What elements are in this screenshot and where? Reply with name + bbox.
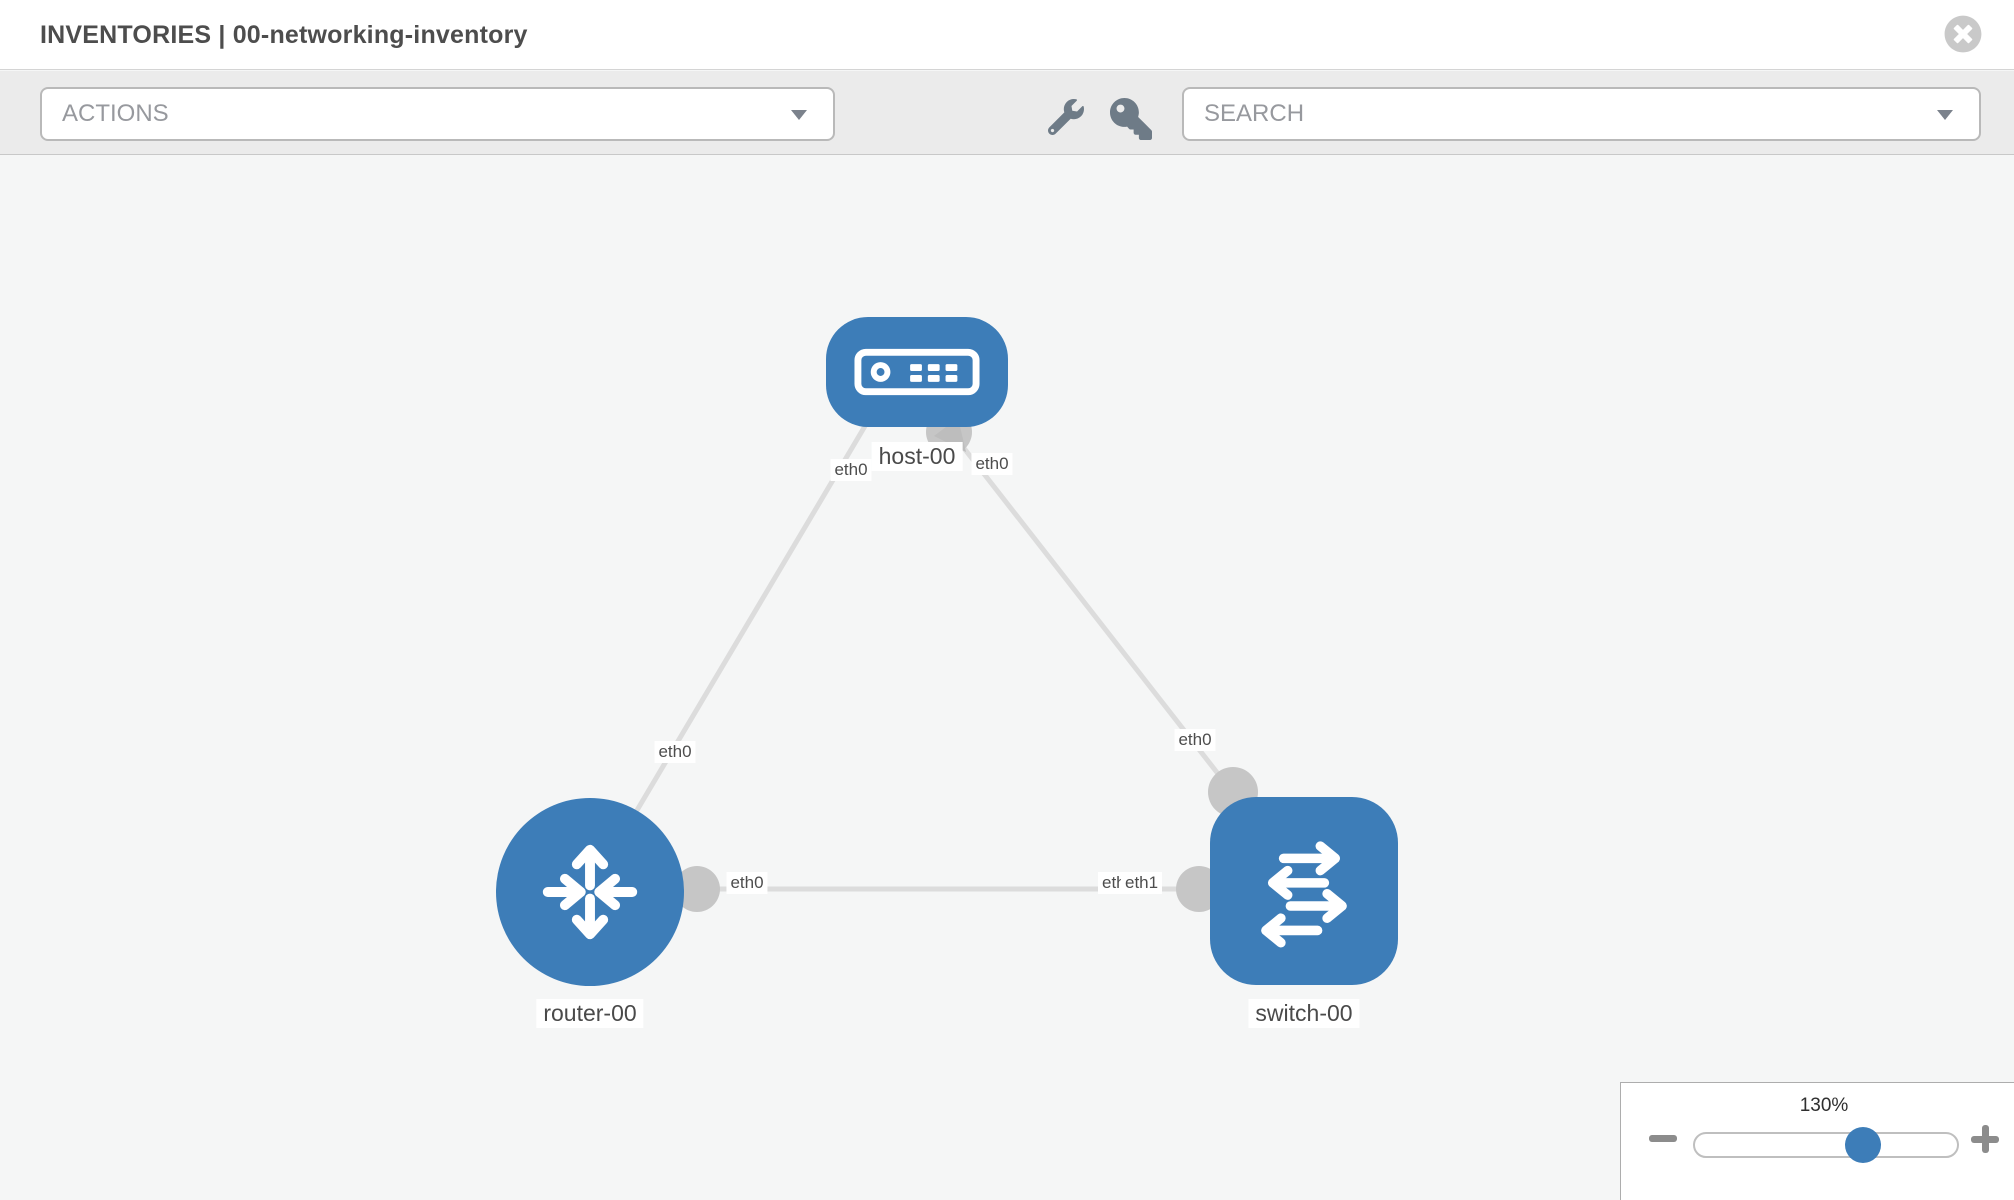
switch-icon (1261, 841, 1347, 948)
host-icon (854, 348, 980, 396)
search-dropdown-label: SEARCH (1204, 100, 1305, 127)
actions-dropdown[interactable]: ACTIONS (40, 87, 835, 141)
chevron-down-icon (1937, 110, 1953, 120)
node-router-00[interactable] (496, 798, 684, 986)
zoom-slider-track[interactable] (1693, 1127, 1959, 1163)
zoom-in-button[interactable] (1971, 1125, 1999, 1153)
page-title: INVENTORIES | 00-networking-inventory (40, 21, 528, 49)
interface-label-eth0: eth0 (830, 459, 872, 481)
wrench-icon (1048, 99, 1084, 135)
chevron-down-icon (791, 110, 807, 120)
zoom-panel: 130% (1620, 1082, 2014, 1200)
configure-button[interactable] (1048, 99, 1084, 135)
interface-label-eth0: eth0 (726, 872, 768, 894)
close-button[interactable] (1944, 15, 1982, 53)
minus-icon (1649, 1135, 1677, 1142)
actions-dropdown-label: ACTIONS (62, 100, 169, 127)
edge-host-router (595, 419, 871, 878)
node-switch-00[interactable] (1210, 797, 1398, 985)
topology-canvas[interactable]: host-00 router-00 switch-00 eth0 eth0 et… (0, 156, 2014, 1200)
interface-label-eth0: eth0 (654, 741, 696, 763)
close-icon (1944, 15, 1982, 53)
node-label-host: host-00 (871, 442, 963, 471)
title-bar: INVENTORIES | 00-networking-inventory (0, 0, 2014, 70)
node-label-switch: switch-00 (1248, 999, 1360, 1028)
credentials-button[interactable] (1110, 98, 1152, 140)
interface-label-eth0: eth0 (1174, 729, 1216, 751)
plus-icon (1971, 1125, 1999, 1153)
key-icon (1110, 98, 1152, 140)
zoom-level-value: 130% (1799, 1095, 1849, 1116)
interface-label-eth0: eth0 (971, 453, 1013, 475)
node-label-router: router-00 (536, 999, 644, 1028)
toolbar: ACTIONS SEARCH (0, 71, 2014, 155)
interface-label-eth1: eth1 (1121, 872, 1163, 894)
zoom-slider-thumb[interactable] (1845, 1127, 1881, 1163)
node-host-00[interactable] (826, 317, 1008, 427)
zoom-out-button[interactable] (1649, 1135, 1677, 1142)
router-icon (542, 844, 638, 940)
search-dropdown[interactable]: SEARCH (1182, 87, 1981, 141)
